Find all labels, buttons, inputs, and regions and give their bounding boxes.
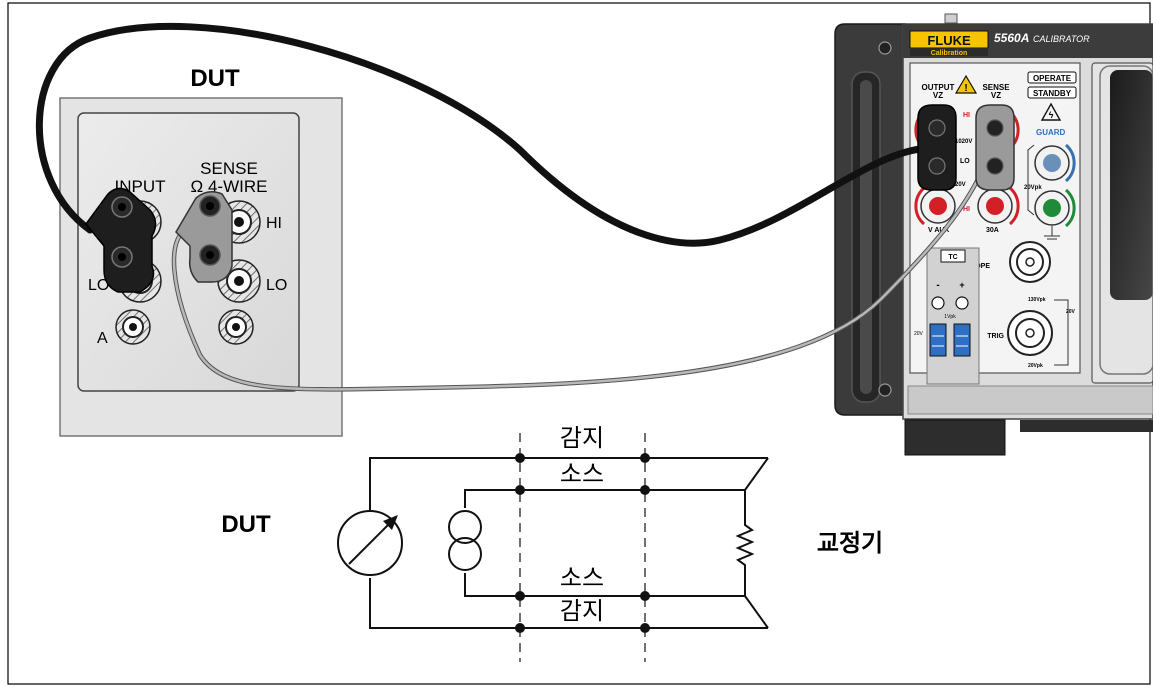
trig-bnc bbox=[1007, 299, 1069, 366]
cal-source-plug bbox=[917, 104, 957, 191]
cal-lo: LO bbox=[960, 158, 970, 165]
sense-lead bbox=[172, 139, 997, 391]
cal-sense-vz: VZ bbox=[991, 91, 1001, 100]
cal-30a: 30A bbox=[986, 227, 999, 234]
current-source-top bbox=[448, 510, 482, 544]
current-source-bottom bbox=[448, 537, 482, 571]
schematic bbox=[337, 433, 769, 662]
cal-tc: TC bbox=[948, 254, 957, 261]
dut-lo-left-label: LO bbox=[88, 277, 109, 294]
dut-sense-plug bbox=[175, 191, 233, 283]
source-lead bbox=[35, 22, 934, 247]
calibrator-display bbox=[1091, 62, 1153, 384]
svg-text:!: ! bbox=[964, 83, 967, 94]
warning-icon bbox=[954, 74, 978, 94]
cal-20vpk-trig: 20Vpk bbox=[1028, 363, 1043, 369]
dut-jack-a bbox=[115, 309, 151, 345]
cal-1020v: 1020V bbox=[955, 139, 972, 145]
sense-label-bottom: 감지 bbox=[560, 597, 604, 625]
operate-button[interactable]: OPERATE bbox=[1027, 71, 1077, 84]
cal-output-label: OUTPUT bbox=[922, 83, 955, 92]
cal-20v-a: 20V bbox=[955, 182, 966, 188]
dut-a-label: A bbox=[97, 330, 108, 347]
cal-hi-1: HI bbox=[963, 112, 970, 119]
dut-top-label: DUT bbox=[190, 65, 240, 92]
cal-sense-label: SENSE bbox=[982, 83, 1010, 92]
sense-label-top: 감지 bbox=[560, 424, 604, 452]
cal-20vpk: 20Vpk bbox=[1024, 185, 1042, 191]
guard-label: GUARD bbox=[1036, 128, 1066, 137]
cal-sense-plug bbox=[975, 104, 1015, 191]
dut-source-plug bbox=[85, 187, 157, 293]
dut-hi-label: HI bbox=[266, 215, 282, 232]
fluke-brand-text: FLUKE bbox=[927, 33, 971, 48]
cal-hi-2: HI bbox=[963, 206, 970, 213]
scope-bnc bbox=[1009, 241, 1051, 283]
dut-lo-right-label: LO bbox=[266, 277, 287, 294]
break-mark-bottom bbox=[744, 595, 769, 629]
dut-sense-label: SENSE bbox=[200, 159, 258, 178]
cal-20v-tc: 20V bbox=[914, 331, 924, 337]
svg-text:OPERATE: OPERATE bbox=[1033, 74, 1072, 83]
source-label-bottom: 소스 bbox=[560, 564, 604, 592]
fluke-logo: FLUKE Calibration bbox=[909, 30, 989, 57]
svg-text:+: + bbox=[959, 280, 964, 290]
cal-vaux: V AUX bbox=[928, 227, 949, 234]
cal-20v-c: 20V bbox=[1066, 309, 1076, 315]
cal-jack-30a bbox=[977, 186, 1020, 226]
calibrator-resistor bbox=[735, 490, 755, 596]
svg-text:-: - bbox=[936, 280, 939, 291]
cal-jack-aux bbox=[914, 186, 956, 226]
fluke-sub-text: Calibration bbox=[931, 50, 968, 57]
cal-output-vz: VZ bbox=[933, 91, 943, 100]
dut-jack-sense-extra bbox=[218, 309, 254, 345]
calibrator-model-sub: CALIBRATOR bbox=[1033, 34, 1090, 44]
tc-block: TC - + 1Vpk bbox=[926, 247, 980, 385]
meter-arrow bbox=[348, 520, 393, 565]
svg-text:1Vpk: 1Vpk bbox=[944, 314, 956, 320]
cal-trig: TRIG bbox=[987, 333, 1004, 340]
standby-button[interactable]: STANDBY bbox=[1027, 86, 1077, 99]
dut-schematic-label: DUT bbox=[221, 511, 271, 538]
cal-jack-guard bbox=[1034, 143, 1076, 183]
calibrator-schematic-label: 교정기 bbox=[817, 529, 883, 557]
high-voltage-icon bbox=[1040, 102, 1062, 121]
junction-dots bbox=[515, 453, 650, 633]
svg-text:STANDBY: STANDBY bbox=[1033, 89, 1072, 98]
svg-text:ϟ: ϟ bbox=[1049, 110, 1054, 120]
calibrator-model: 5560A bbox=[994, 31, 1029, 45]
source-label-top: 소스 bbox=[560, 460, 604, 488]
cal-130vpk: 130Vpk bbox=[1028, 297, 1046, 303]
cal-jack-ground bbox=[1034, 188, 1076, 228]
dut-four-wire-label: Ω 4-WIRE bbox=[191, 177, 268, 196]
break-mark-top bbox=[744, 457, 769, 491]
